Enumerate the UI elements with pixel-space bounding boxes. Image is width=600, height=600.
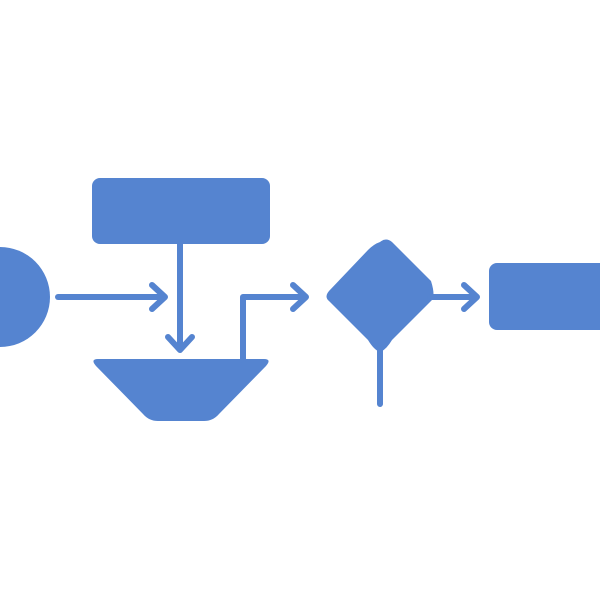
arrowhead-icon: [165, 334, 195, 353]
decision-node: [326, 239, 434, 352]
arrowhead-icon: [461, 282, 480, 312]
edge-decision-to-end: [427, 282, 480, 312]
arrowhead-icon: [149, 282, 168, 312]
end-node: [489, 263, 600, 330]
edge-merge-to-decision: [240, 282, 309, 363]
process-node: [92, 178, 270, 244]
edge-start-to-merge: [55, 282, 168, 312]
connector-line: [240, 294, 308, 363]
merge-node: [93, 359, 269, 421]
edge-process-to-merge: [165, 241, 195, 353]
arrowhead-icon: [290, 282, 309, 312]
start-node: [0, 247, 50, 347]
